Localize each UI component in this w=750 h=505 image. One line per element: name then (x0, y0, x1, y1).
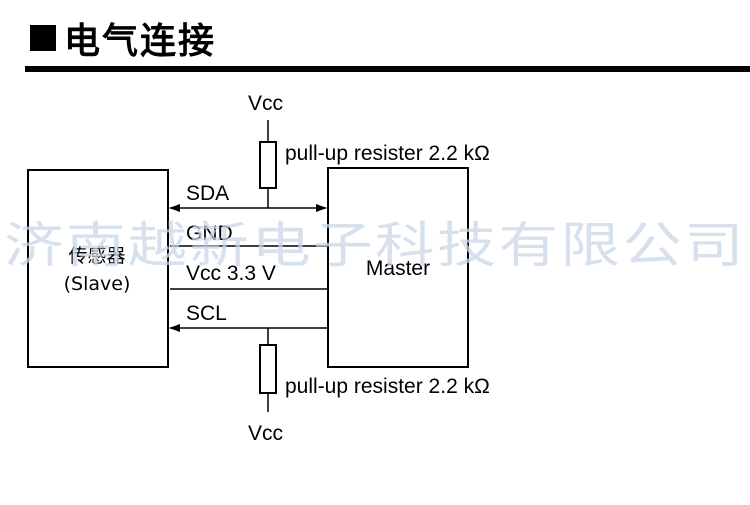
section-header: 电气连接 (30, 12, 216, 64)
sda-arrow-right-icon (316, 204, 327, 212)
slave-label-en: (Slave) (64, 273, 131, 295)
slave-label-cn: 传感器 (68, 245, 125, 267)
title-underline (25, 66, 750, 72)
pullup-top-label: pull-up resister 2.2 kΩ (285, 142, 490, 165)
company-watermark: 济南越新电子科技有限公司 (4, 217, 746, 274)
slave-box (27, 169, 169, 368)
master-box (327, 167, 469, 368)
gnd-label: GND (186, 222, 233, 245)
master-label: Master (366, 257, 430, 280)
pullup-bottom-resistor-icon (259, 344, 277, 394)
section-title: 电气连接 (64, 21, 217, 62)
scl-label: SCL (186, 302, 227, 325)
vcc33-label: Vcc 3.3 V (186, 262, 276, 285)
sda-arrow-left-icon (169, 204, 180, 212)
pullup-top-resistor-icon (259, 141, 277, 189)
pullup-bottom-label: pull-up resister 2.2 kΩ (285, 375, 490, 398)
vcc-top-label: Vcc (248, 92, 283, 115)
bullet-square-icon (30, 25, 56, 51)
sda-label: SDA (186, 182, 229, 205)
scl-arrow-left-icon (169, 324, 180, 332)
vcc-bottom-label: Vcc (248, 422, 283, 445)
